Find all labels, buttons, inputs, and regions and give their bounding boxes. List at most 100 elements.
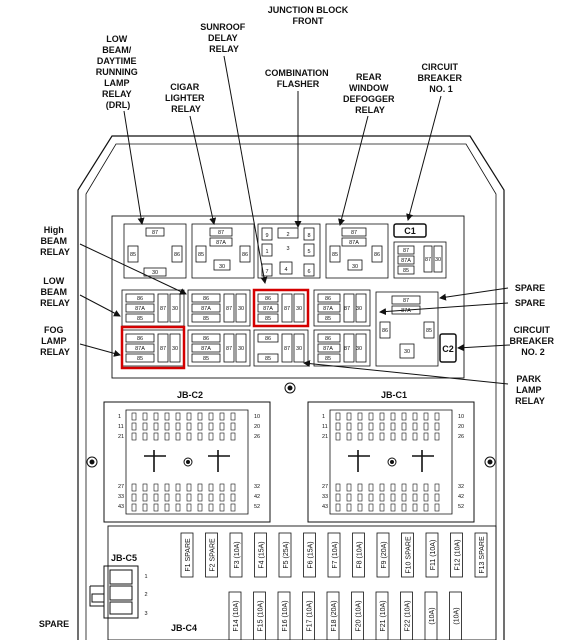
relay-pin-label: 87: [344, 346, 350, 352]
connector-terminal: [335, 503, 341, 512]
connector-terminal: [346, 493, 352, 502]
relay-pin-label: 87: [344, 306, 350, 312]
connector-terminal: [390, 503, 396, 512]
fuse-label: F4 (15A): [259, 541, 266, 568]
relay-park-lamp: [253, 329, 309, 367]
connector-terminal: [401, 422, 407, 431]
relay-pin-label: 85: [137, 356, 143, 362]
svg-text:6: 6: [307, 269, 310, 275]
connector-terminal: [164, 422, 170, 431]
label-sunroof-delay-relay: SUNROOF DELAY RELAY: [200, 22, 248, 54]
connector-terminal: [379, 432, 385, 441]
connector-terminal: [186, 503, 192, 512]
connector-terminal: [434, 483, 440, 492]
connector-terminal: [131, 412, 137, 421]
leader-cb2: [457, 344, 511, 352]
leader-foglamp: [79, 343, 121, 357]
svg-text:8: 8: [307, 233, 310, 239]
connector-terminal: [131, 422, 137, 431]
connector-terminal: [208, 503, 214, 512]
fuse-label: F16 (10A): [282, 600, 289, 631]
fuse-label: F13 SPARE: [479, 536, 486, 574]
connector-terminal: [423, 422, 429, 431]
fuse: F6 (15A): [303, 532, 316, 578]
connector-terminal: [131, 503, 137, 512]
leader-spare-1: [439, 287, 509, 301]
leader-highbeam: [79, 243, 187, 295]
connector-terminal: [423, 412, 429, 421]
relay-pin-label: 87A: [135, 306, 145, 312]
connector-jb-c2-label: JB-C2: [177, 390, 203, 400]
relay-pin-label: 86: [325, 336, 331, 342]
connector-pin-number: 1: [118, 414, 121, 420]
connector-pin-number: 42: [254, 494, 260, 500]
connector-terminal: [208, 483, 214, 492]
connector-terminal: [197, 432, 203, 441]
label-circuit-breaker-2: CIRCUIT BREAKER NO. 2: [509, 325, 556, 357]
connector-terminal: [153, 483, 159, 492]
connector-jb-c5: [89, 565, 139, 619]
relay-pin-label: 86: [382, 328, 388, 334]
fuse-label: F8 (10A): [357, 541, 364, 568]
screw-left: [86, 456, 98, 468]
label-cigar-lighter-relay: CIGAR LIGHTER RELAY: [165, 82, 207, 114]
connector-terminal: [153, 493, 159, 502]
relay-pin-label: 87A: [323, 306, 333, 312]
relay-cigar-lighter: [191, 223, 255, 279]
connector-terminal: [186, 432, 192, 441]
fuse-label: (10A): [429, 607, 436, 624]
diagram-title: JUNCTION BLOCK: [268, 5, 349, 15]
relay-pin-label: 87: [284, 306, 290, 312]
fuse: (10A): [449, 591, 462, 640]
fuse: F3 (10A): [229, 532, 243, 578]
connector-terminal: [219, 412, 225, 421]
relay-pin-label: 86: [325, 296, 331, 302]
connector-pin-number: 20: [254, 424, 260, 430]
fuse-label: F6 (15A): [308, 541, 315, 568]
fuse-label: F22 (10A): [405, 600, 412, 631]
leader-lowbeam: [79, 294, 121, 317]
connector-terminal: [175, 483, 181, 492]
connector-pin-number: 52: [254, 504, 260, 510]
connector-pin-number: 26: [458, 434, 464, 440]
connector-terminal: [230, 503, 236, 512]
connector-terminal: [346, 412, 352, 421]
connector-terminal: [219, 503, 225, 512]
connector-terminal: [434, 422, 440, 431]
connector-terminal: [434, 503, 440, 512]
fuse-label: F2 SPARE: [210, 538, 217, 572]
fuse-label: F17 (10A): [307, 600, 314, 631]
connector-terminal: [357, 432, 363, 441]
fuse: F9 (20A): [376, 532, 390, 578]
relay-pin-label: 30: [404, 349, 410, 355]
label-low-beam-relay: LOW BEAM RELAY: [40, 276, 70, 308]
connector-terminal: [175, 422, 181, 431]
connector-terminal: [390, 493, 396, 502]
relay-pin-label: 87: [403, 298, 409, 304]
fuse: F2 SPARE: [205, 532, 218, 578]
screw-c1-center: [387, 457, 397, 467]
fuse: F15 (10A): [253, 591, 266, 640]
connector-pin-number: 27: [118, 484, 124, 490]
svg-text:87: 87: [152, 230, 158, 236]
relay-pin-label: 87: [226, 306, 232, 312]
label-fog-lamp-relay: FOG LAMP RELAY: [40, 325, 70, 357]
fuse: F17 (10A): [302, 591, 315, 640]
svg-text:3: 3: [286, 246, 289, 252]
connector-terminal: [219, 422, 225, 431]
leader-cigar: [189, 115, 217, 225]
connector-keying: [348, 450, 434, 472]
svg-text:86: 86: [374, 252, 380, 258]
connector-terminal: [390, 432, 396, 441]
relay-pin-label: 86: [203, 336, 209, 342]
fuse: F10 SPARE: [401, 532, 414, 578]
relay-pin-label: 85: [325, 356, 331, 362]
relay-pin-label: 30: [238, 346, 244, 352]
connector-terminal: [142, 432, 148, 441]
relay-pin-label: 87A: [401, 308, 411, 314]
screw-center-top: [284, 382, 296, 394]
